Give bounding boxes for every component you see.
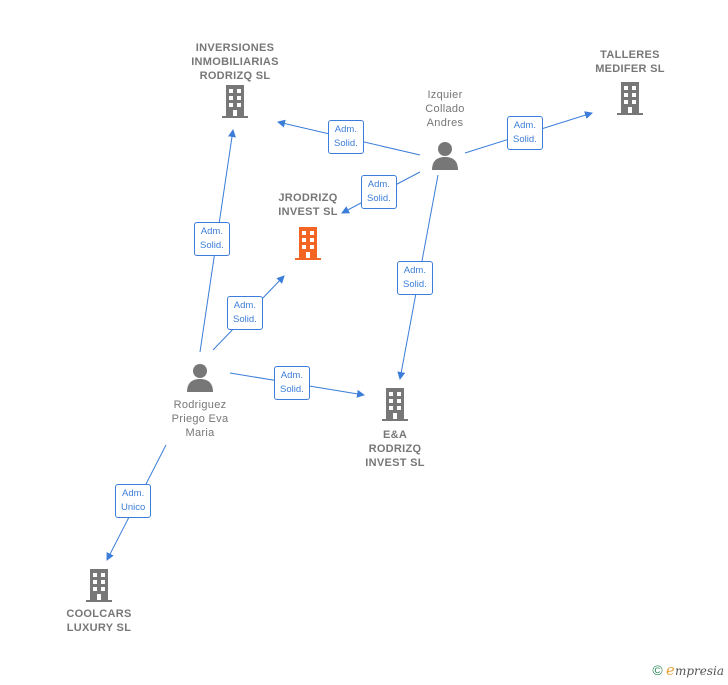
company-node-jrodrizq[interactable]: JRODRIZQ INVEST SL xyxy=(260,191,356,261)
edge-label-line: Unico xyxy=(121,502,146,513)
person-node-rodriguez[interactable]: Rodriguez Priego Eva Maria xyxy=(155,362,245,440)
company-name-line: RODRIZQ xyxy=(368,443,422,455)
company-node-coolcars[interactable]: COOLCARS LUXURY SL xyxy=(54,567,144,635)
building-icon xyxy=(86,569,112,602)
person-name-line: Priego Eva xyxy=(171,413,229,425)
brand-initial: e xyxy=(666,661,675,679)
company-name-line: LUXURY SL xyxy=(66,622,132,634)
edge-label-rodriguez-coolcars[interactable]: Adm. Unico xyxy=(115,484,152,518)
company-name-line: INMOBILIARIAS xyxy=(191,56,279,68)
company-name-line: JRODRIZQ xyxy=(278,192,338,204)
edge-label-line: Adm. xyxy=(513,120,536,131)
person-icon xyxy=(432,142,458,170)
edge-label-line: Adm. xyxy=(403,265,426,276)
company-node-talleres[interactable]: TALLERES MEDIFER SL xyxy=(580,48,680,116)
person-name-line: Izquier xyxy=(427,89,463,101)
edge-label-rodriguez-ea[interactable]: Adm. Solid. xyxy=(274,366,310,400)
building-icon-highlighted xyxy=(295,227,321,260)
building-icon xyxy=(222,85,248,118)
brand-watermark: © empresia xyxy=(652,661,724,679)
person-name-line: Andres xyxy=(426,117,464,129)
edge-label-line: Adm. xyxy=(334,124,357,135)
building-icon xyxy=(382,388,408,421)
company-name-line: E&A xyxy=(382,429,408,441)
person-icon xyxy=(187,364,213,392)
edge-label-line: Adm. xyxy=(122,488,145,499)
company-name-line: INVEST SL xyxy=(278,206,338,218)
company-name-line: INVERSIONES xyxy=(195,42,275,54)
edge-label-rodriguez-inversiones[interactable]: Adm. Solid. xyxy=(194,222,230,256)
company-name: INVERSIONES INMOBILIARIAS RODRIZQ SL xyxy=(175,41,295,83)
person-name-line: Rodriguez xyxy=(173,399,227,411)
edge-label-izquier-inversiones[interactable]: Adm. Solid. xyxy=(328,120,364,154)
company-name-line: TALLERES xyxy=(600,49,660,61)
company-name: E&A RODRIZQ INVEST SL xyxy=(350,428,440,470)
edge-label-line: Solid. xyxy=(233,314,257,325)
edge-label-line: Adm. xyxy=(280,370,303,381)
person-node-izquier[interactable]: Izquier Collado Andres xyxy=(405,88,485,172)
building-icon xyxy=(617,82,643,115)
edge-label-line: Solid. xyxy=(403,279,427,290)
edge-label-izquier-jrodrizq[interactable]: Adm. Solid. xyxy=(361,175,397,209)
edge-label-izquier-ea[interactable]: Adm. Solid. xyxy=(397,261,433,295)
company-name: JRODRIZQ INVEST SL xyxy=(260,191,356,219)
person-name: Izquier Collado Andres xyxy=(405,88,485,130)
edge-label-line: Adm. xyxy=(233,300,256,311)
company-node-inversiones[interactable]: INVERSIONES INMOBILIARIAS RODRIZQ SL xyxy=(175,41,295,119)
edge-label-izquier-talleres[interactable]: Adm. Solid. xyxy=(507,116,543,150)
person-name: Rodriguez Priego Eva Maria xyxy=(155,398,245,440)
company-node-ea[interactable]: E&A RODRIZQ INVEST SL xyxy=(350,386,440,470)
edge-label-line: Solid. xyxy=(513,134,537,145)
copyright-icon: © xyxy=(652,662,663,678)
company-name-line: INVEST SL xyxy=(365,457,425,469)
edge-label-rodriguez-jrodrizq[interactable]: Adm. Solid. xyxy=(227,296,263,330)
company-name-line: RODRIZQ SL xyxy=(199,70,271,82)
company-name: COOLCARS LUXURY SL xyxy=(54,607,144,635)
edge-label-line: Solid. xyxy=(200,240,224,251)
edge-label-line: Solid. xyxy=(280,384,304,395)
brand-rest: mpresia xyxy=(674,664,724,678)
company-name-line: COOLCARS xyxy=(66,608,132,620)
person-name-line: Collado xyxy=(425,103,465,115)
edge-label-line: Adm. xyxy=(367,179,390,190)
person-name-line: Maria xyxy=(185,427,215,439)
edge-label-line: Adm. xyxy=(200,226,223,237)
company-name-line: MEDIFER SL xyxy=(595,63,665,75)
company-name: TALLERES MEDIFER SL xyxy=(580,48,680,76)
edge-label-line: Solid. xyxy=(367,193,391,204)
edge-label-line: Solid. xyxy=(334,138,358,149)
